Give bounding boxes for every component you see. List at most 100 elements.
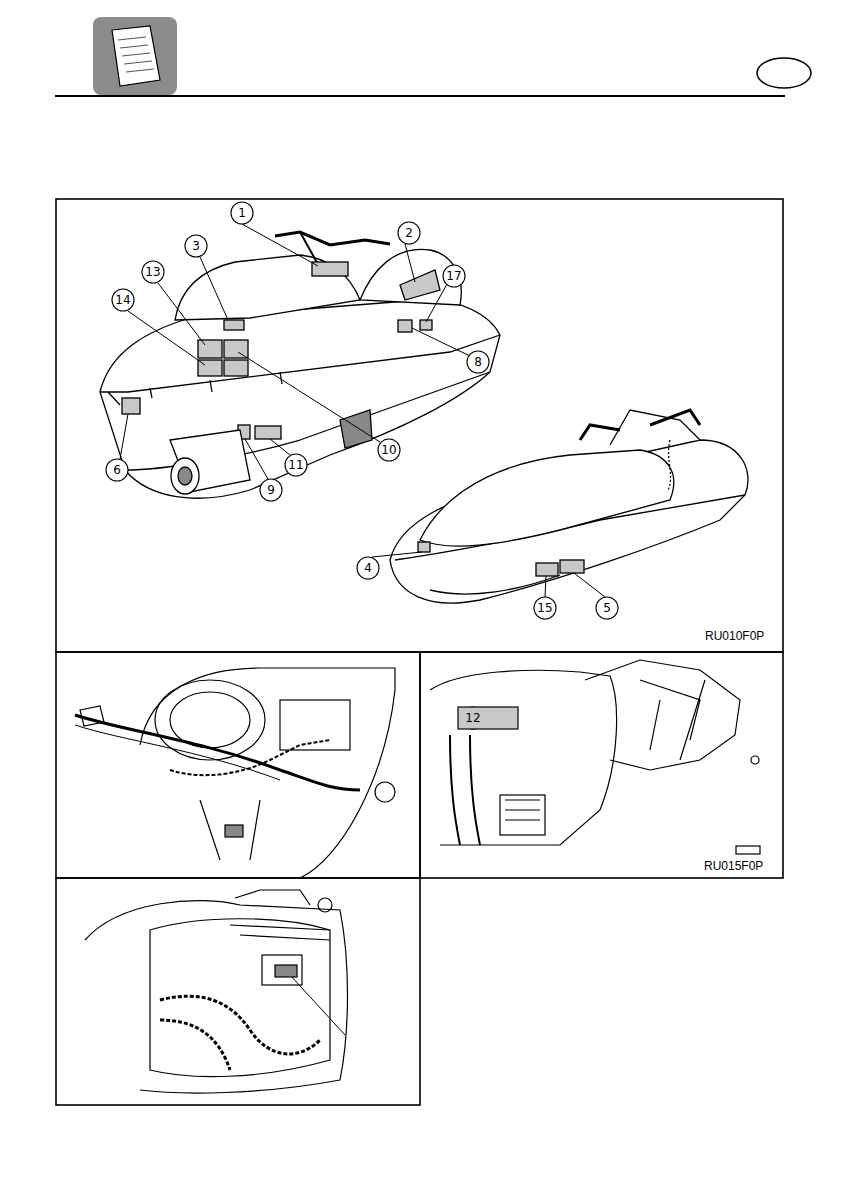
leader-line [372,552,422,557]
warning-label [224,320,244,330]
vent [736,846,760,854]
corrugated-hose [160,1020,230,1070]
frame-rails [200,800,260,860]
seat [175,255,360,320]
warning-label [398,320,412,332]
engine-detail [75,668,395,878]
callout-number: 12 [458,709,488,727]
leader-line [574,573,605,597]
callout-number: 2 [394,224,424,242]
callout-number: 1 [227,204,257,222]
warning-label [255,426,281,439]
cables [450,735,480,845]
callout-number: 4 [353,559,383,577]
callout-number: 10 [374,441,404,459]
callout-number: 13 [138,263,168,281]
sponson [340,410,372,448]
callout-number: 3 [181,237,211,255]
corrugated-hose [170,740,330,775]
warning-label [224,340,248,358]
callout-number: 5 [592,599,622,617]
bolt [751,756,759,764]
leader-line [128,311,205,365]
leader-line [158,283,205,345]
bolt [318,898,332,912]
leader-line [245,439,268,479]
hull-line [430,575,560,594]
seat-opening [85,901,348,1093]
leader-line [412,328,470,356]
warning-label [312,262,348,276]
engine-housing [140,668,395,878]
engine-block [280,700,350,750]
caution-label [458,707,518,729]
leader-line [405,244,415,282]
jet-nozzle [171,458,199,494]
grab-handle [585,660,740,770]
figure-code: RU010F0P [705,629,764,643]
leader-lines [120,224,605,1035]
callout-number: 15 [530,599,560,617]
leader-line [426,284,447,322]
warning-label [122,398,140,414]
handle-ribs [640,680,705,760]
bow-cowling [420,450,674,546]
handlebar [580,410,700,440]
bolt [375,782,395,802]
leader-line [200,257,228,320]
figure-code: RU015F0P [704,859,763,873]
book-lines [118,37,154,72]
corrugated-hose [160,996,320,1054]
callout-number: 14 [108,291,138,309]
watercraft-front [390,410,748,603]
leader-line [242,224,318,266]
compartment-opening [430,670,617,845]
seat [610,410,700,445]
battery-straps [505,800,540,820]
callout-number: 9 [256,481,286,499]
deck-edge [100,335,500,392]
header-rule [55,95,785,97]
callout-number: 6 [102,461,132,479]
leader-line [270,439,290,455]
manual-icon [93,17,177,95]
watercraft-rear [100,232,500,498]
lanyard [668,440,671,490]
leader-line [238,352,380,442]
warning-label [224,360,248,376]
panel-frame [420,652,783,878]
clamp [80,706,104,726]
engine-part [262,955,302,985]
panel-frame [56,652,420,878]
leader-line [545,576,546,597]
language-oval [757,58,811,88]
warning-label [198,340,222,358]
storage-detail [430,660,760,854]
callout-circles [106,202,618,729]
warning-label [225,825,243,837]
seat-detail [85,890,348,1093]
hull [100,300,500,498]
compartment [150,919,330,1077]
nozzle-bore [178,467,192,485]
callout-number: 17 [439,267,469,285]
frames [56,199,783,1105]
book-icon [112,26,160,86]
handlebar [275,232,390,245]
warning-label [418,542,430,552]
edge [230,925,330,940]
leader-line [120,414,128,459]
hose [75,715,360,790]
panel-frame [56,878,420,1105]
callout-number: 11 [281,456,311,474]
warning-label [560,560,584,573]
hull [390,440,748,603]
latch [235,890,310,905]
leader-line [290,975,345,1035]
header [55,17,811,96]
battery [500,795,545,835]
warning-label [400,270,440,300]
warning-label [536,563,558,576]
